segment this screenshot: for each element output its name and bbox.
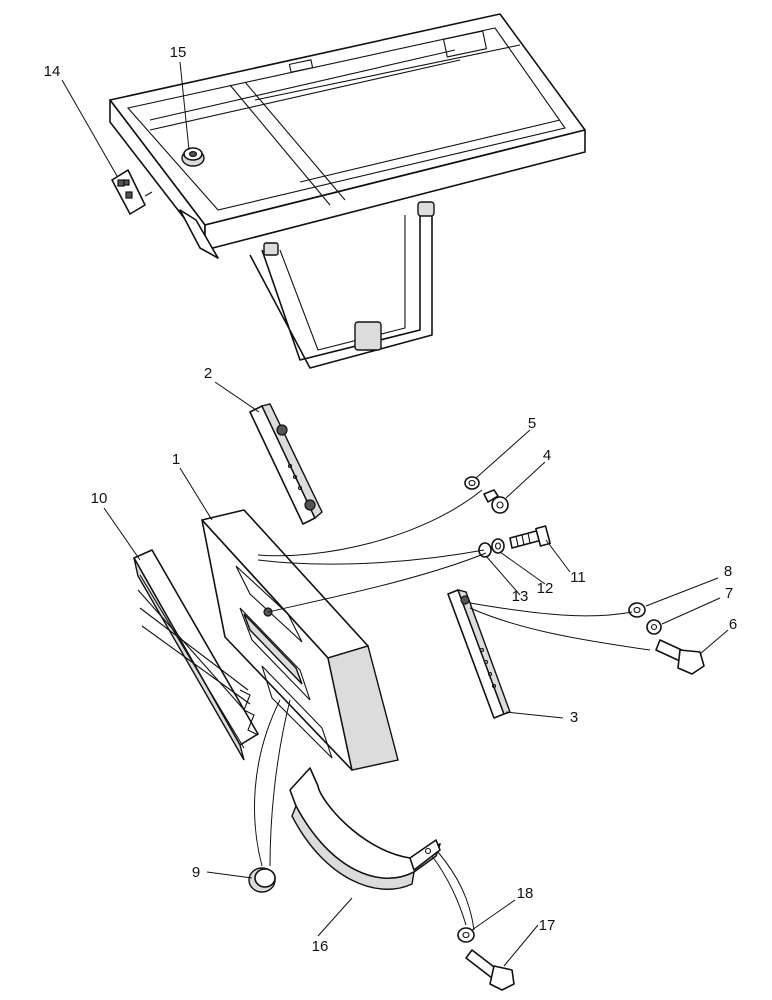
part-4-screw (483, 489, 509, 514)
chassis-frame (109, 13, 586, 369)
callout-leaders (61, 61, 729, 967)
callout-18: 18 (517, 885, 534, 902)
callout-14: 14 (44, 63, 61, 80)
part-18-washer (457, 927, 475, 943)
part-17-bolt (465, 949, 515, 991)
callout-6: 6 (729, 616, 737, 633)
callout-4: 4 (543, 447, 551, 464)
part-1-bumper-frame (201, 509, 399, 771)
part-12-washer (491, 538, 505, 554)
part-15-bushing (181, 147, 205, 167)
callout-15: 15 (170, 44, 187, 61)
part-5-washer (464, 476, 480, 490)
assembly-lines (254, 489, 651, 931)
callout-1: 1 (172, 451, 180, 468)
part-9-plug (248, 867, 276, 893)
part-6-bolt (655, 639, 705, 675)
callout-10: 10 (91, 490, 108, 507)
part-3-bracket (447, 588, 511, 719)
part-10-grille (133, 549, 259, 761)
part-14-connector-plate (111, 169, 153, 215)
callout-13: 13 (512, 588, 529, 605)
callout-3: 3 (570, 709, 578, 726)
part-8-washer (628, 602, 646, 618)
part-7-washer (646, 619, 662, 635)
callout-7: 7 (725, 585, 733, 602)
callout-12: 12 (537, 580, 554, 597)
part-13-washer (478, 542, 492, 558)
part-2-bracket (249, 403, 323, 525)
part-16-step (289, 767, 441, 890)
callout-2: 2 (204, 365, 212, 382)
callout-16: 16 (312, 938, 329, 955)
callout-8: 8 (724, 563, 732, 580)
callout-labels: 14 15 2 1 10 5 4 13 12 11 8 7 6 3 9 16 1… (44, 44, 738, 955)
callout-11: 11 (570, 569, 586, 586)
part-11-bolt (509, 525, 551, 549)
callout-5: 5 (528, 415, 536, 432)
callout-9: 9 (192, 864, 200, 881)
callout-17: 17 (539, 917, 556, 934)
